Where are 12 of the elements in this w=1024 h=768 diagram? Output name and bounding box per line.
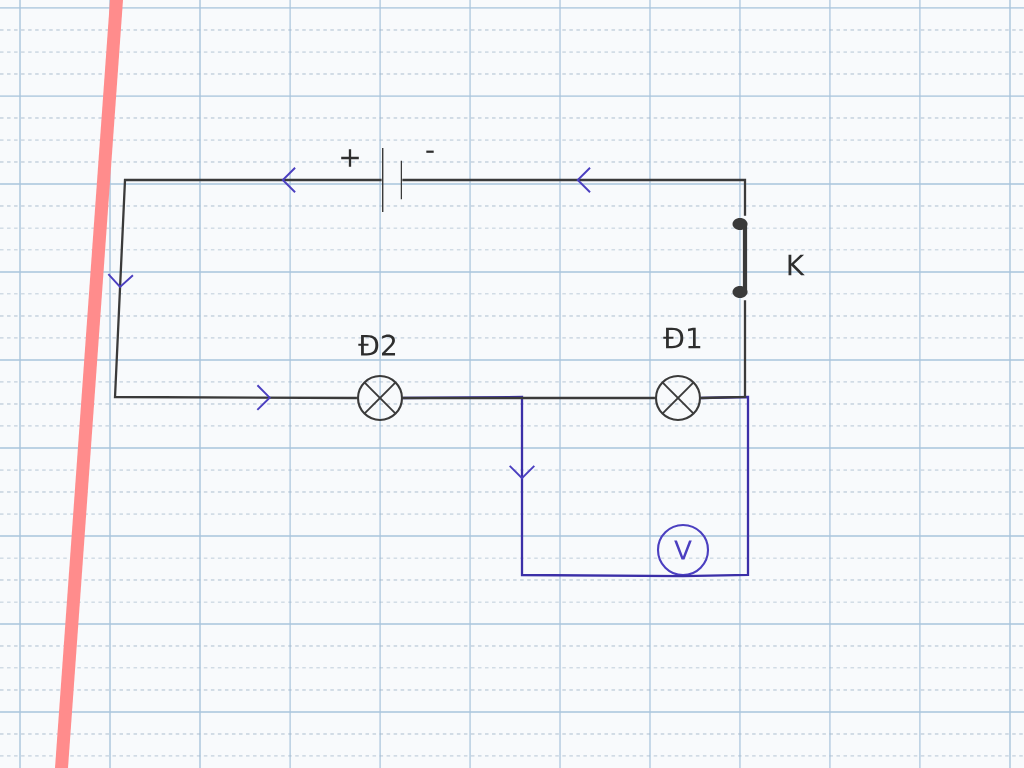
switch-symbol — [732, 218, 748, 298]
wire — [403, 396, 655, 400]
wire — [701, 300, 747, 400]
wire — [107, 166, 382, 411]
component-label: + — [341, 149, 359, 167]
component-label: - — [426, 150, 434, 153]
wire — [402, 166, 747, 216]
lamp-symbol — [356, 374, 404, 422]
component-label: Đ2 — [358, 334, 396, 356]
component-label: K — [788, 254, 805, 276]
lamp-symbol — [654, 374, 702, 422]
component-label: Đ1 — [663, 327, 701, 349]
